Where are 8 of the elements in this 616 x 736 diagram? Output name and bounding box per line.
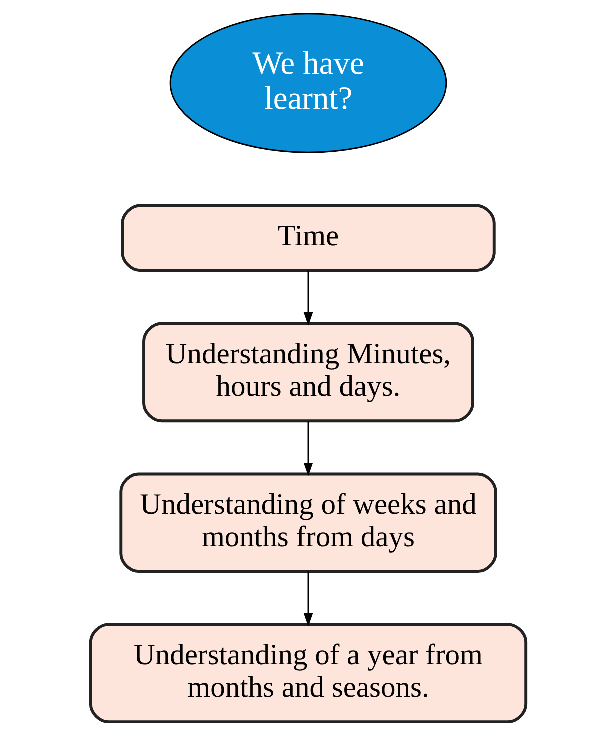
node-box: Understanding of weeks and months from days — [119, 472, 497, 574]
arrow — [303, 421, 313, 476]
node-box: Time — [120, 204, 496, 272]
arrow — [303, 572, 313, 627]
arrow — [303, 270, 313, 326]
node-box: Understanding of a year from months and seasons. — [88, 623, 528, 724]
node-ellipse: We have learnt? — [169, 13, 447, 154]
node-box: Understanding Minutes, hours and days. — [142, 322, 474, 423]
